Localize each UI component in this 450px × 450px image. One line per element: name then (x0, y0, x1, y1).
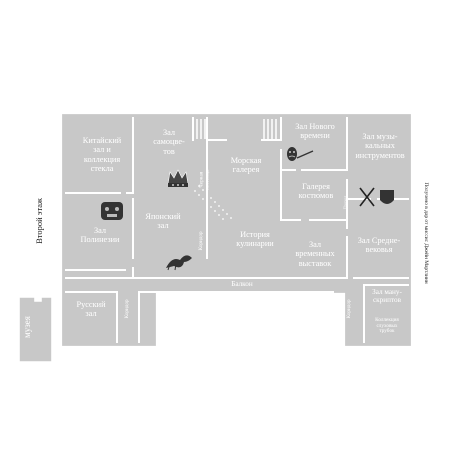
crossed-swords-shield-icon (359, 187, 394, 207)
label-corridor-right: Коридор (346, 299, 353, 319)
museum-label: музея (22, 316, 32, 338)
dotted-route (194, 185, 232, 220)
room-ear-trumpets-collection: Коллекция слуховых трубок (375, 317, 399, 335)
room-temporary-exhibitions: Зал временных выставок (295, 240, 335, 268)
crown-icon (167, 169, 189, 187)
label-balcony: Балкон (231, 280, 253, 288)
room-marine-gallery: Морская галерея (230, 156, 262, 175)
staircase-top (196, 119, 277, 139)
room-russian-hall: Русский зал (76, 300, 106, 319)
room-costume-gallery: Галерея костюмов (298, 182, 334, 201)
label-passage: Проход (342, 195, 348, 210)
room-chinese-hall: Китайский зал и коллекция стекла (82, 136, 122, 173)
tiki-mask-icon (101, 202, 123, 220)
room-new-time-hall: Зал Нового времени (295, 122, 335, 141)
room-gems-hall: Зал самоцве- тов (153, 128, 185, 156)
label-back-stairs: Черная лестница (198, 169, 210, 190)
room-medieval-hall: Зал Средне- вековья (357, 236, 401, 255)
room-manuscripts-hall: Зал ману- скриптов (372, 288, 402, 305)
label-corridor-mid: Коридор (198, 231, 205, 251)
room-culinary-history: История кулинарии (236, 230, 274, 249)
inner-walls (65, 117, 409, 343)
annex-building (18, 296, 53, 363)
dragon-icon (166, 255, 192, 271)
room-polynesia-hall: Зал Полинезии (80, 226, 120, 245)
floor-title: Второй этаж (34, 198, 44, 244)
room-music-hall: Зал музы- кальных инструментов (355, 132, 405, 160)
label-corridor-left: Коридор (124, 299, 131, 319)
room-japanese-hall: Японский зал (145, 212, 181, 231)
theatre-masks-icon (287, 147, 314, 161)
building-outline (59, 111, 414, 349)
donation-note: Получено в дар от миссис Джейн Мартлинн (423, 182, 429, 284)
